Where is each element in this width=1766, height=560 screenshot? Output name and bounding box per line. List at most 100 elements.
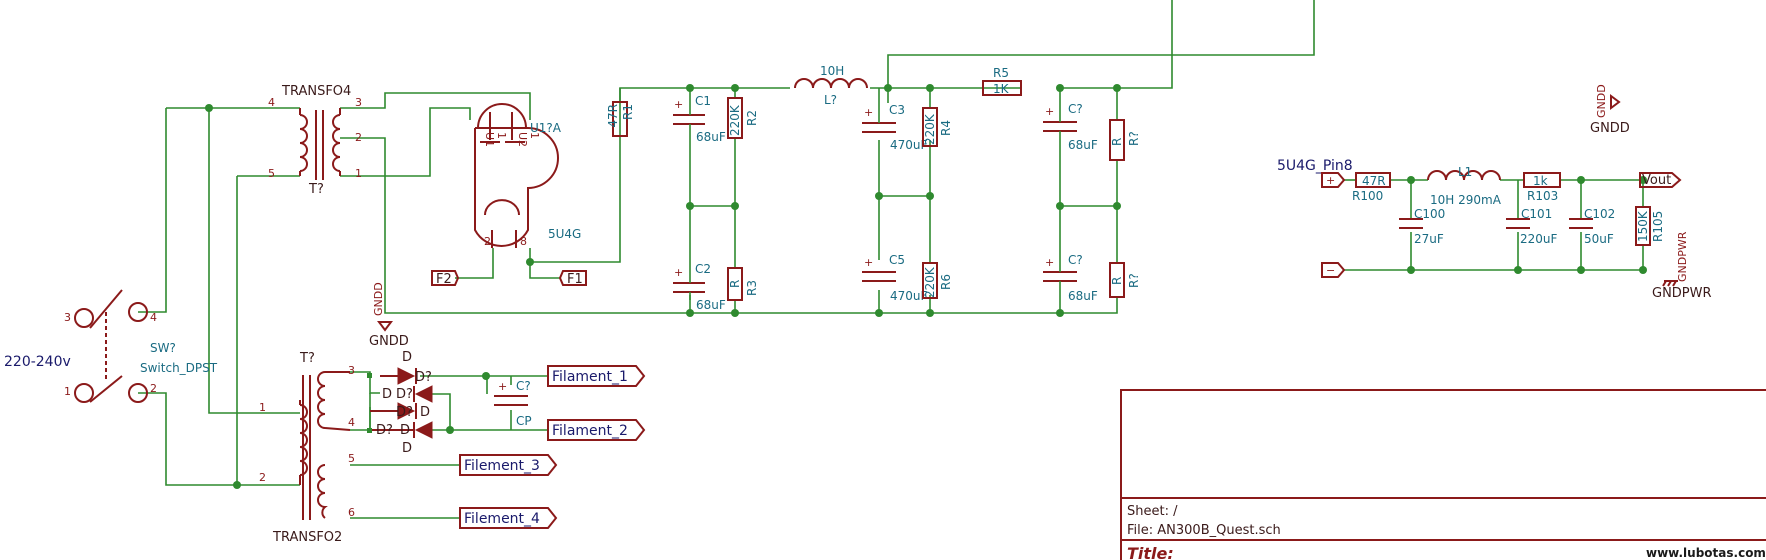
c2-plus: + bbox=[674, 266, 683, 279]
pin-3a: 3 bbox=[355, 96, 362, 109]
junctions bbox=[205, 84, 1647, 489]
svg-text:+: + bbox=[1326, 174, 1335, 187]
gndpwr-symbol bbox=[1662, 280, 1678, 287]
tb-pin-3: 3 bbox=[348, 364, 355, 377]
c5-value: 470uF bbox=[890, 289, 928, 303]
c101-value: 220uF bbox=[1520, 232, 1558, 246]
resistor-r100 bbox=[1355, 172, 1391, 188]
c2-value: 68uF bbox=[696, 298, 726, 312]
sheet-label: Sheet: / bbox=[1127, 504, 1178, 519]
transformer-transfo4 bbox=[299, 108, 341, 180]
pin-4a: 4 bbox=[268, 96, 275, 109]
capacitor-c102 bbox=[1569, 218, 1593, 229]
c-q1-ref: C? bbox=[1068, 102, 1083, 116]
c101-ref: C101 bbox=[1521, 207, 1552, 221]
r105-ref: R105 bbox=[1651, 211, 1665, 242]
filament-3-label: Filement_3 bbox=[459, 454, 558, 476]
capacitor-c3 bbox=[862, 88, 896, 133]
d-q1-label: D? bbox=[415, 370, 432, 385]
input-plus-port: + bbox=[1321, 172, 1346, 188]
c100-ref: C100 bbox=[1414, 207, 1445, 221]
c-q2-value: 68uF bbox=[1068, 289, 1098, 303]
tb-pin-2: 2 bbox=[259, 471, 266, 484]
c-q3-plus: + bbox=[498, 380, 507, 393]
r103-ref: R103 bbox=[1527, 189, 1558, 203]
bridge-diodes bbox=[367, 367, 433, 439]
svg-text:Filement_3: Filement_3 bbox=[464, 458, 540, 474]
c5-ref: C5 bbox=[889, 253, 905, 267]
c-q3-ref: C? bbox=[516, 379, 531, 393]
c-q3-value: CP bbox=[516, 414, 532, 428]
tube-pin-u2-n: 1 bbox=[528, 132, 541, 139]
tube-pin-8: 8 bbox=[520, 235, 527, 248]
svg-text:Filament_1: Filament_1 bbox=[552, 369, 628, 385]
l-ref: L? bbox=[824, 93, 837, 107]
d-left-label: D bbox=[382, 387, 392, 402]
r5-ref: R5 bbox=[993, 66, 1009, 80]
svg-text:Filement_4: Filement_4 bbox=[464, 511, 540, 527]
f1-label: F1 bbox=[558, 270, 587, 287]
gndd-right-symbol bbox=[1610, 94, 1621, 110]
resistor-r105 bbox=[1635, 206, 1651, 246]
tube-5u4g bbox=[474, 103, 559, 248]
c-q2-plus: + bbox=[1045, 256, 1054, 269]
capacitor-c-q1 bbox=[1043, 103, 1077, 140]
capacitor-c2 bbox=[673, 265, 705, 300]
l1-ref: L1 bbox=[1458, 165, 1472, 179]
r3-value: R bbox=[728, 280, 742, 288]
svg-text:Vout: Vout bbox=[1642, 173, 1671, 188]
r2-value: 220K bbox=[728, 104, 742, 136]
r4-value: 220K bbox=[923, 113, 937, 145]
tube-ref: U1?A bbox=[530, 121, 562, 135]
r4-ref: R4 bbox=[939, 120, 953, 136]
c5-plus: + bbox=[864, 256, 873, 269]
resistor-r6 bbox=[922, 262, 938, 299]
r-q2-value: R bbox=[1110, 277, 1124, 285]
t-top-ref: T? bbox=[308, 182, 324, 197]
tube-pin-2: 2 bbox=[484, 235, 491, 248]
c-q1-value: 68uF bbox=[1068, 138, 1098, 152]
t-bottom-ref: T? bbox=[299, 351, 315, 366]
capacitor-c-q2 bbox=[1043, 262, 1077, 290]
sw-value: Switch_DPST bbox=[140, 361, 218, 375]
d-q2-label: D? bbox=[396, 387, 413, 402]
title-block bbox=[1120, 389, 1766, 560]
mains-label: 220-240v bbox=[4, 354, 71, 370]
gndpwr-label: GNDPWR bbox=[1652, 286, 1712, 301]
c1-plus: + bbox=[674, 98, 683, 111]
net-5u4g-pin8: 5U4G_Pin8 bbox=[1277, 158, 1353, 174]
tb-pin-1: 1 bbox=[259, 401, 266, 414]
tube-pin-u1-n: 1 bbox=[495, 132, 508, 139]
sw-pin-1: 1 bbox=[64, 385, 71, 398]
c1-ref: C1 bbox=[695, 94, 711, 108]
resistor-r4 bbox=[922, 107, 938, 147]
vout-port: Vout bbox=[1639, 172, 1682, 188]
c102-value: 50uF bbox=[1584, 232, 1614, 246]
inductor-l1 bbox=[1427, 170, 1501, 181]
r-q1-value: R bbox=[1110, 138, 1124, 146]
r-q2-ref: R? bbox=[1127, 273, 1141, 288]
gndd-left-label: GNDD bbox=[369, 334, 409, 349]
r-q1-ref: R? bbox=[1127, 131, 1141, 146]
resistor-r2 bbox=[727, 97, 743, 139]
tube-pin-u2: U2 bbox=[516, 132, 529, 147]
transformer-transfo2 bbox=[299, 371, 351, 520]
svg-text:Filament_2: Filament_2 bbox=[552, 423, 628, 439]
d-bottom-label: D bbox=[402, 441, 412, 456]
c1-value: 68uF bbox=[696, 130, 726, 144]
resistor-r1 bbox=[612, 88, 628, 137]
title-label: Title: bbox=[1127, 544, 1174, 560]
r6-value: 220K bbox=[923, 266, 937, 298]
r1-ref: R1 bbox=[621, 104, 635, 120]
svg-text:−: − bbox=[1326, 264, 1335, 277]
sw-pin-4: 4 bbox=[150, 311, 157, 324]
f2-label: F2 bbox=[431, 270, 460, 287]
c-q2-ref: C? bbox=[1068, 253, 1083, 267]
filament-2-label: Filament_2 bbox=[547, 419, 646, 441]
filament-4-label: Filement_4 bbox=[459, 507, 558, 529]
resistor-r-q1 bbox=[1109, 119, 1125, 161]
file-label: File: AN300B_Quest.sch bbox=[1127, 523, 1281, 538]
inductor-l bbox=[794, 78, 868, 89]
c100-value: 27uF bbox=[1414, 232, 1444, 246]
c-q1-plus: + bbox=[1045, 105, 1054, 118]
